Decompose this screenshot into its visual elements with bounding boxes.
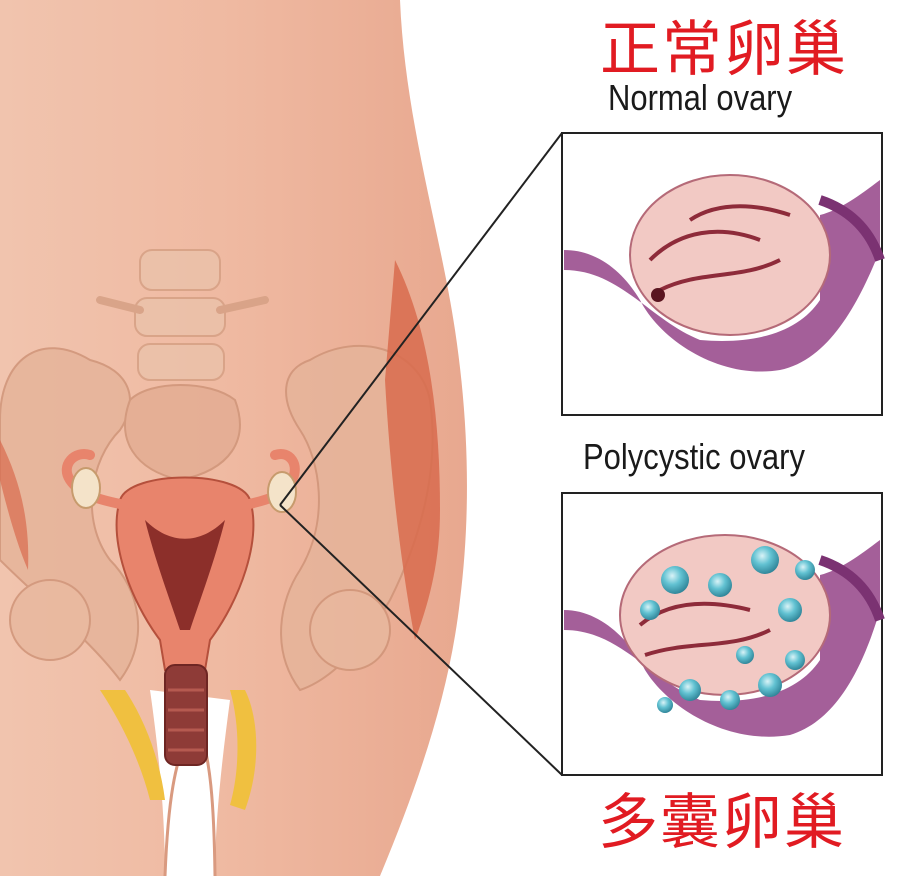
fallopian-tube-left (61, 449, 130, 510)
cyst (720, 690, 740, 710)
ovary-right (267, 471, 297, 513)
cyst (795, 560, 815, 580)
uterus (115, 476, 255, 766)
cyst (751, 546, 779, 574)
ovary-left (71, 467, 101, 509)
cyst (758, 673, 782, 697)
cyst (778, 598, 802, 622)
cyst (679, 679, 701, 701)
polycystic-ovary-label-zh: 多囊卵巢 (598, 788, 846, 858)
pointer-line-normal (279, 132, 563, 506)
pointer-line-polycystic (279, 504, 563, 776)
cyst (661, 566, 689, 594)
polycystic-ovary-panel (561, 492, 885, 776)
cyst (785, 650, 805, 670)
cyst (708, 573, 732, 597)
ligament (230, 690, 257, 810)
cyst (657, 697, 673, 713)
normal-ovary-label-zh: 正常卵巢 (600, 15, 848, 85)
normal-ovary-label-en: Normal ovary (608, 77, 793, 118)
ligament (100, 690, 165, 800)
polycystic-ovary-label-en: Polycystic ovary (583, 436, 805, 477)
muscle (385, 260, 440, 640)
cyst (736, 646, 754, 664)
normal-ovary-panel (561, 132, 885, 416)
muscle (0, 440, 29, 570)
cyst (640, 600, 660, 620)
